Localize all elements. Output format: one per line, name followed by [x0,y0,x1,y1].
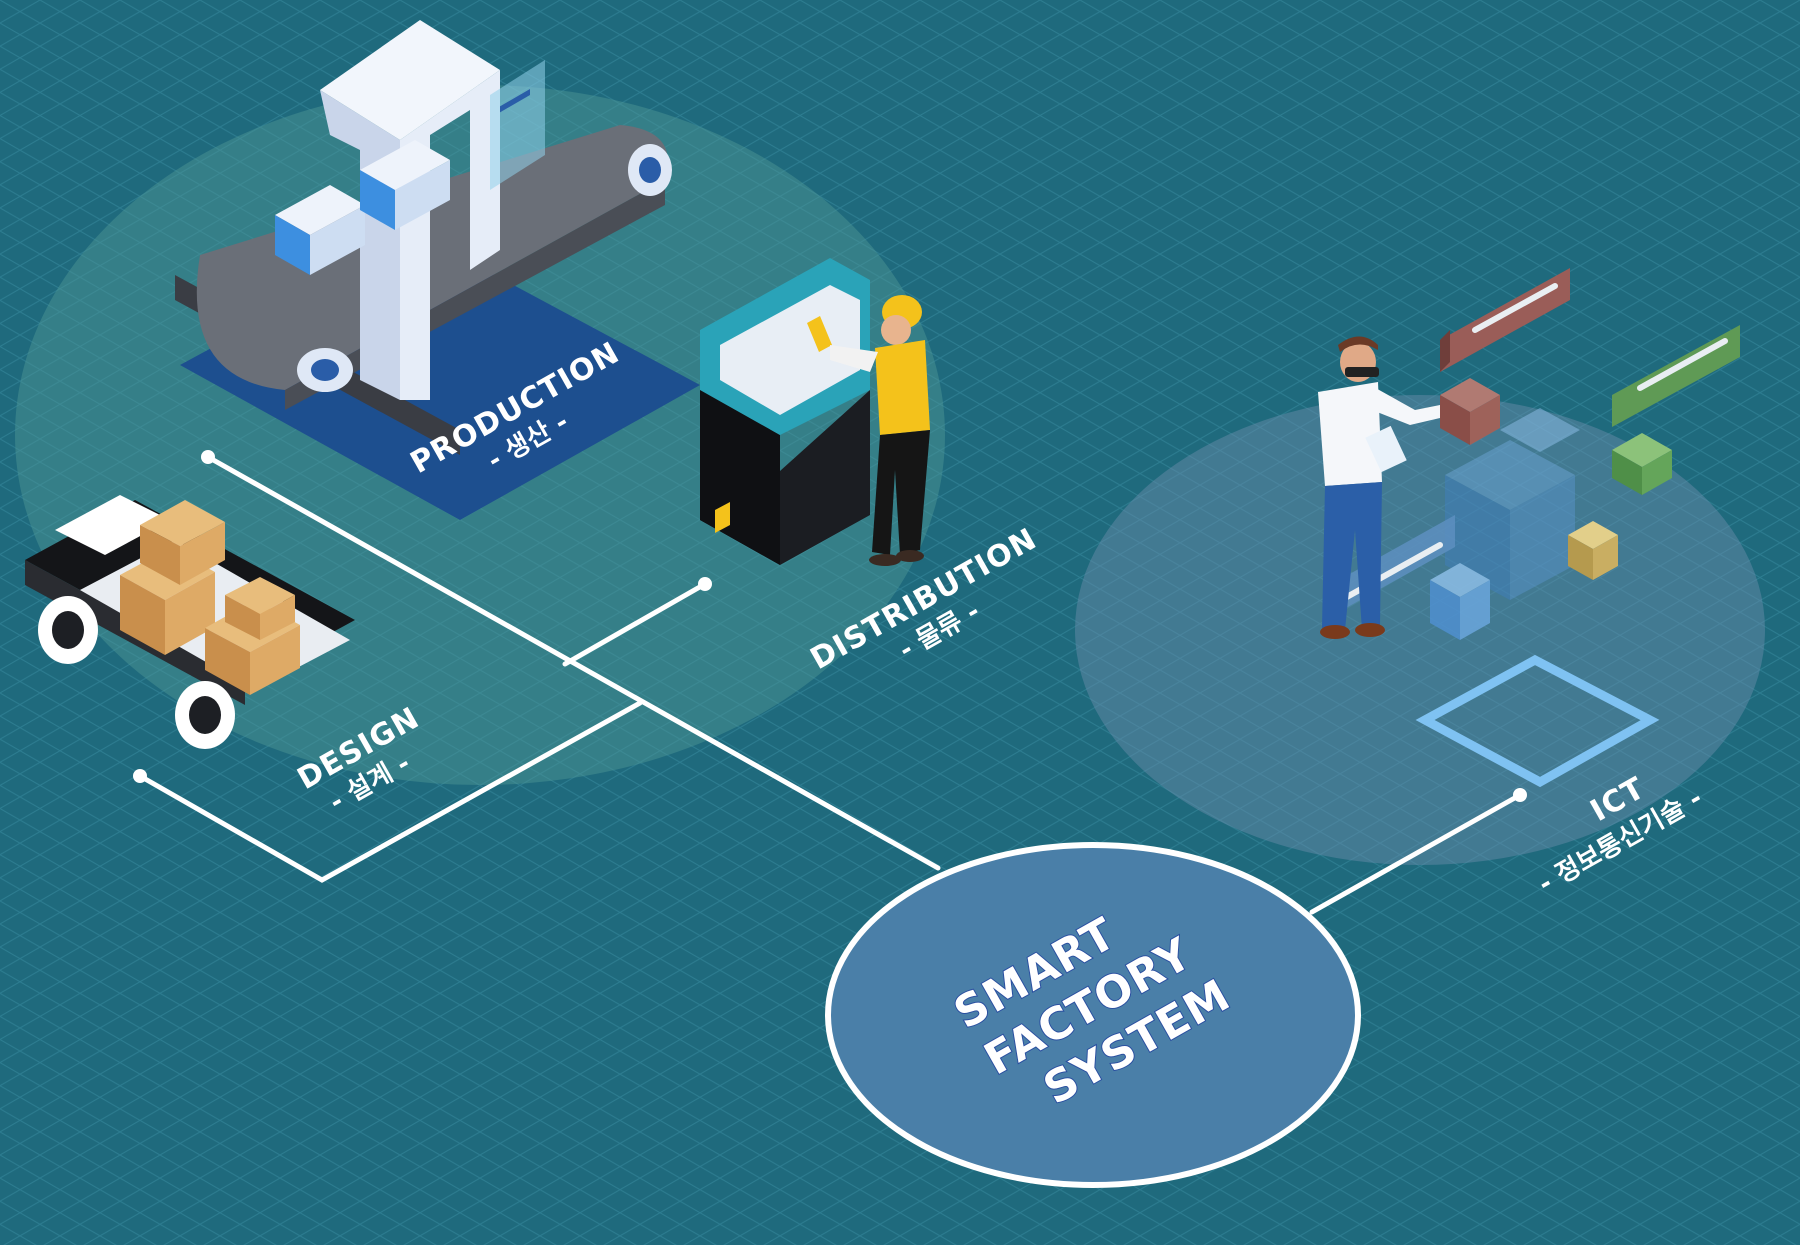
end-dot [201,450,215,464]
connectors [137,454,1523,915]
product-box [275,185,365,275]
connector-design [137,700,643,883]
cargo-box [140,500,225,585]
end-dot [133,769,147,783]
hub: SMART FACTORY SYSTEM [825,842,1361,1188]
holo-card-green [1612,325,1740,427]
connector-distribution [562,581,708,667]
holo-card-red [1440,268,1570,372]
holo-cubes [1430,408,1580,640]
end-dot [698,577,712,591]
cube-red [1440,378,1500,445]
connector-ict [1309,792,1523,915]
vr-engineer-icon [1318,268,1740,788]
connector-end-dots [133,450,1527,802]
end-dot [1513,788,1527,802]
cube-green [1612,433,1672,495]
product-box [360,140,450,230]
conveyor-machine-icon [175,20,700,520]
control-panel-worker-icon [700,258,930,566]
cargo-box [225,577,295,640]
hub-circle [825,842,1361,1188]
cube-yellow [1568,521,1618,580]
connector-production [205,454,941,871]
cargo-cart-icon [25,495,355,749]
